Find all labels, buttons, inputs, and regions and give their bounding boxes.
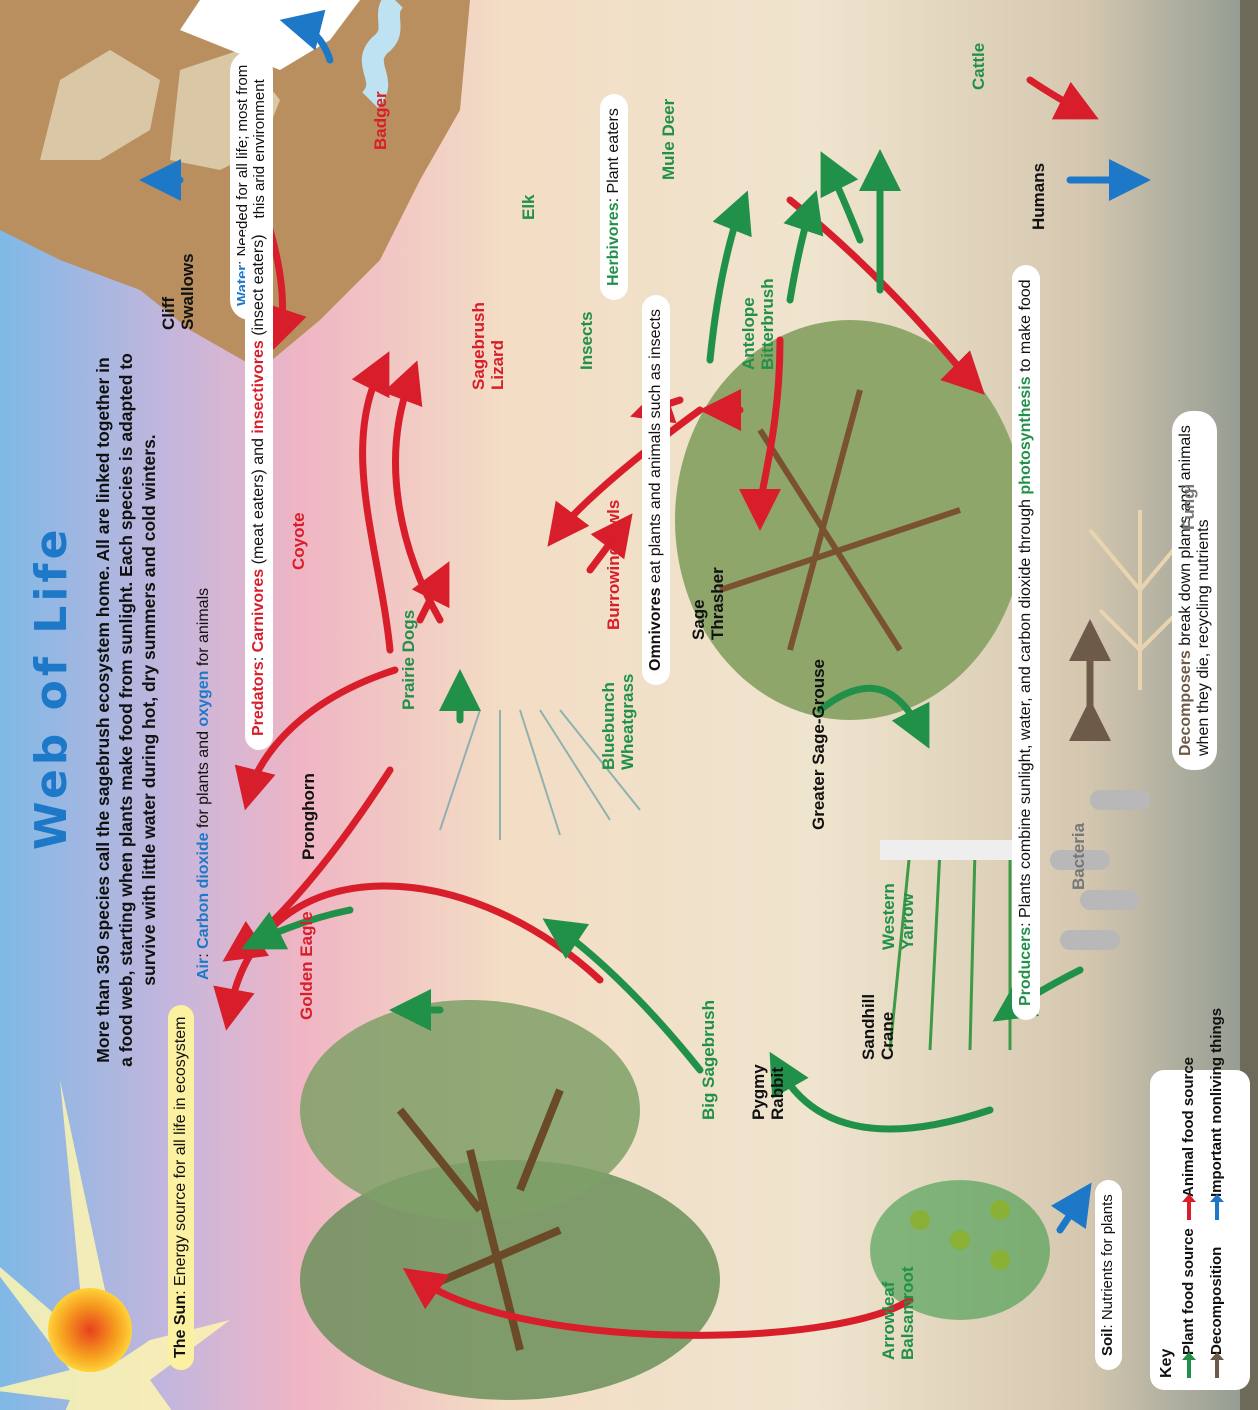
soil-label: Soil: Nutrients for plants [1095,1180,1122,1370]
sandhill-crane-label: SandhillCrane [860,994,897,1060]
key-decomposition-label: Decomposition [1208,1247,1225,1355]
golden-eagle-label: Golden Eagle [298,911,317,1020]
sandhill-crane-line1: Sandhill [859,994,878,1060]
producers-text2: to make food [1017,279,1034,376]
mule-deer-label: Mule Deer [660,99,679,180]
red-arrow-icon [1187,1200,1191,1220]
coyote-label: Coyote [290,512,309,570]
carnivores-text: Carnivores [250,569,267,653]
air-mid: for plants and [195,727,212,833]
cliff-swallows-line1: Cliff [159,297,178,330]
herbivores-desc: : Plant eaters [605,108,622,202]
sandhill-crane-line2: Crane [878,1012,897,1060]
sagebrush-lizard-line1: Sagebrush [469,302,488,390]
producers-label: Producers: Plants combine sunlight, wate… [1012,265,1040,1020]
pygmy-rabbit-line1: Pygmy [749,1064,768,1120]
bacteria-label: Bacteria [1070,823,1089,890]
predators-label: Predators: Carnivores (meat eaters) and … [245,220,273,750]
bluebunch-wheatgrass-line1: Bluebunch [599,682,618,770]
decomposers-line1: break down plants and animals [1177,425,1194,650]
green-arrow-icon [1187,1358,1191,1378]
key-item-decomposition: Decomposition [1208,1247,1225,1378]
soil-title: Soil [1099,1328,1116,1356]
sun-label: The Sun: Energy source for all life in e… [168,1005,194,1370]
omnivores-desc: eat plants and animals such as insects [647,309,664,587]
pygmy-rabbit-line2: Rabbit [768,1067,787,1120]
air-title: Air [195,958,212,980]
prairie-dogs-label: Prairie Dogs [400,610,419,710]
decomposers-label: Decomposers break down plants and animal… [1172,411,1217,770]
sun-title: The Sun [172,1295,189,1358]
predators-end: (insect eaters) [250,234,267,340]
arrowleaf-balsamroot-line2: Balsamroot [898,1266,917,1360]
omnivores-title: Omnivores [647,587,664,671]
co2-text: Carbon dioxide [195,832,212,948]
burrowing-owls-label: Burrowing Owls [605,500,624,630]
insects-label: Insects [578,311,597,370]
herbivores-title: Herbivores [605,202,622,286]
elk-label: Elk [520,194,539,220]
sun-desc: : Energy source for all life in ecosyste… [172,1017,189,1295]
decomposers-line2: when they die, recycling nutrients [1195,519,1212,756]
western-yarrow-line2: Yarrow [898,893,917,950]
producers-text1: : Plants combine sunlight, water, and ca… [1017,495,1034,927]
page-title: Web of Life [28,526,76,850]
omnivores-label: Omnivores eat plants and animals such as… [642,295,670,685]
antelope-bitterbrush-line2: Bitterbrush [758,278,777,370]
fungi-label: Fungi [1180,484,1199,530]
arrowleaf-balsamroot-line1: Arrowleaf [879,1282,898,1360]
soil-desc: : Nutrients for plants [1099,1194,1116,1328]
greater-sage-grouse-label: Greater Sage-Grouse [810,659,829,830]
herbivores-label: Herbivores: Plant eaters [600,94,628,300]
key-item-animal: Animal food source [1180,1057,1197,1220]
humans-label: Humans [1030,163,1049,230]
badger-label: Badger [372,91,391,150]
predators-sep: : [250,652,267,661]
producers-title: Producers [1017,927,1034,1006]
cliff-swallows-line2: Swallows [178,253,197,330]
predators-title: Predators [250,661,267,736]
brown-arrow-icon [1215,1358,1219,1378]
big-sagebrush-label: Big Sagebrush [700,1000,719,1120]
air-label: Air: Carbon dioxide for plants and oxyge… [195,588,213,980]
key-item-nonliving: Important nonliving things [1208,1008,1225,1220]
key-plant-label: Plant food source [1180,1228,1197,1355]
decomposers-title: Decomposers [1177,650,1194,756]
predators-mid: (meat eaters) and [250,434,267,569]
air-end: for animals [195,588,212,671]
pronghorn-label: Pronghorn [300,773,319,860]
key-nonliving-label: Important nonliving things [1208,1008,1225,1197]
air-sep: : [195,949,212,958]
insectivores-text: insectivores [250,340,267,433]
sagebrush-lizard-line2: Lizard [488,340,507,390]
cattle-label: Cattle [970,43,989,90]
oxygen-text: oxygen [195,671,212,727]
legend-key: Key Plant food source Animal food source… [1150,1070,1250,1390]
sage-thrasher-line2: Thrasher [708,567,727,640]
bluebunch-wheatgrass-line2: Wheatgrass [618,674,637,770]
sage-thrasher-line1: Sage [689,599,708,640]
key-item-plant: Plant food source [1180,1228,1197,1378]
key-animal-label: Animal food source [1180,1057,1197,1197]
antelope-bitterbrush-line1: Antelope [739,297,758,370]
blue-arrow-icon [1215,1200,1219,1220]
photosynthesis-text: photosynthesis [1017,376,1034,494]
intro-text: More than 350 species call the sagebrush… [92,350,160,1070]
western-yarrow-line1: Western [879,883,898,950]
key-title: Key [1158,1349,1176,1378]
